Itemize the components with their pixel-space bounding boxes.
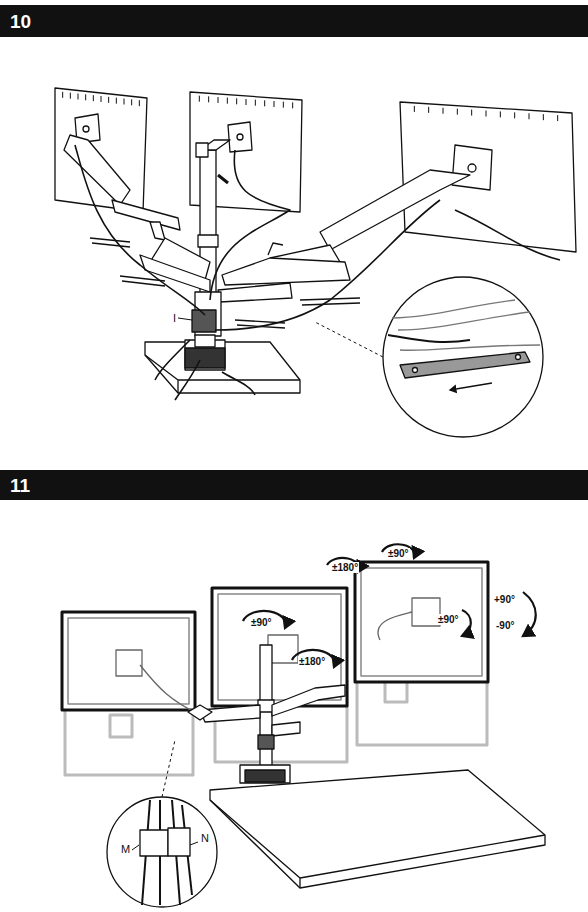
callout-letter: M — [120, 843, 131, 855]
rotation-label: ±90° — [387, 548, 410, 559]
step-header-band: 10 — [0, 5, 588, 37]
rotation-label: ±90° — [250, 617, 273, 628]
step-10-figure — [55, 88, 576, 437]
step-header-band: 11 — [0, 470, 588, 500]
step-number: 11 — [10, 476, 30, 495]
callout-letter: I — [172, 312, 177, 324]
rotation-label: -90° — [495, 620, 515, 631]
step-11-figure — [62, 544, 545, 907]
rotation-label: ±180° — [331, 562, 359, 573]
rotation-label: ±180° — [298, 656, 326, 667]
rotation-label: +90° — [493, 594, 516, 605]
step-number: 10 — [10, 12, 31, 31]
callout-letter: N — [200, 832, 210, 844]
rotation-label: ±90° — [437, 614, 460, 625]
